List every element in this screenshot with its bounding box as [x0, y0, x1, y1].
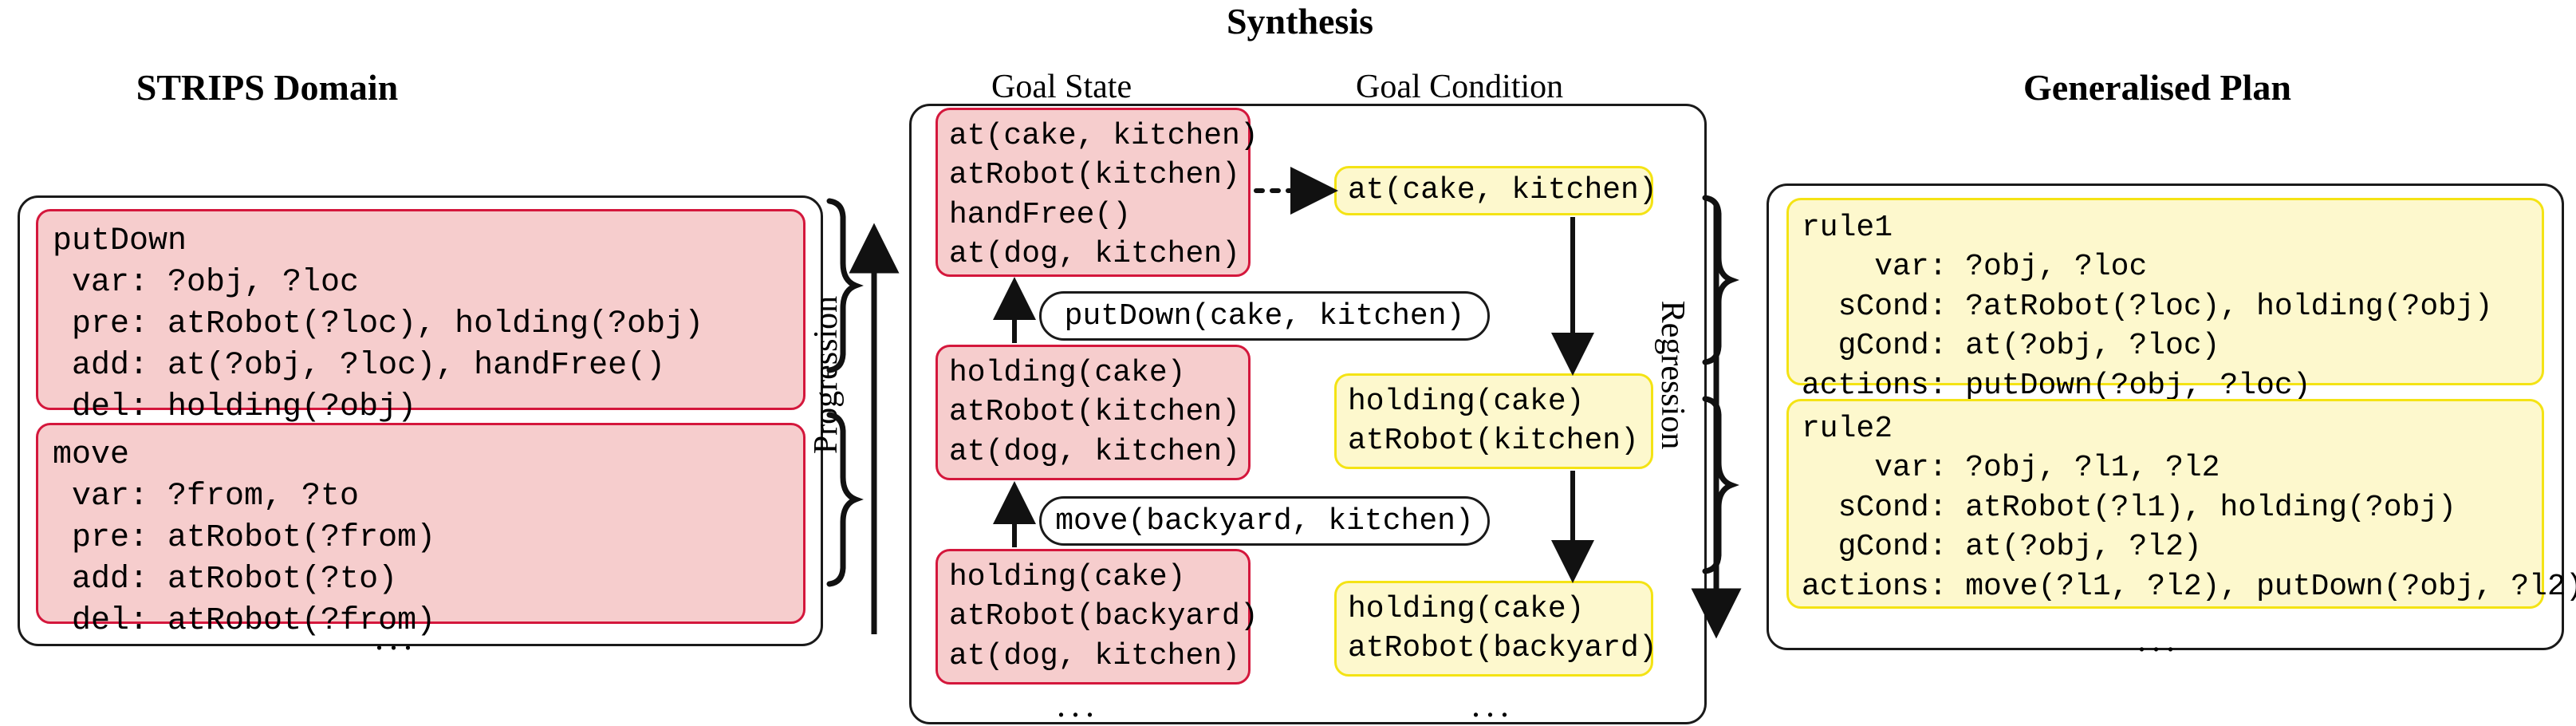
synthesis-title: Synthesis	[1226, 1, 1374, 41]
plan-ellipsis: ...	[2137, 620, 2180, 659]
generalised-plan-title: Generalised Plan	[2023, 67, 2292, 108]
action-capsule-putdown[interactable]: putDown(cake, kitchen)	[1039, 291, 1490, 341]
goal-state-box-3[interactable]: holding(cake) atRobot(backyard) at(dog, …	[935, 549, 1258, 685]
strips-ellipsis: ...	[375, 618, 418, 657]
goal-state-box-1[interactable]: at(cake, kitchen) atRobot(kitchen) handF…	[935, 108, 1258, 277]
goal-condition-ellipsis: ...	[1471, 685, 1514, 724]
action-capsule-move[interactable]: move(backyard, kitchen)	[1039, 496, 1490, 546]
goal-condition-box-1[interactable]: at(cake, kitchen)	[1334, 166, 1657, 215]
plan-rule-2[interactable]: rule2 var: ?obj, ?l1, ?l2 sCond: atRobot…	[1786, 399, 2576, 609]
plan-brace-upper	[1702, 195, 1739, 365]
goal-state-box-2[interactable]: holding(cake) atRobot(kitchen) at(dog, k…	[935, 345, 1251, 480]
progression-axis-label: Progression	[808, 295, 845, 455]
goal-state-ellipsis: ...	[1057, 685, 1100, 724]
goal-condition-column-heading: Goal Condition	[1356, 69, 1564, 105]
goal-state-column-heading: Goal State	[991, 69, 1132, 105]
plan-rule-1[interactable]: rule1 var: ?obj, ?loc sCond: ?atRobot(?l…	[1786, 198, 2544, 403]
goal-condition-box-3[interactable]: holding(cake) atRobot(backyard)	[1334, 581, 1657, 677]
goal-condition-box-2[interactable]: holding(cake) atRobot(kitchen)	[1334, 373, 1653, 469]
strips-operator-putdown[interactable]: putDown var: ?obj, ?loc pre: atRobot(?lo…	[36, 209, 805, 425]
regression-axis-label: Regression	[1654, 300, 1691, 450]
strips-operator-move[interactable]: move var: ?from, ?to pre: atRobot(?from)…	[36, 423, 805, 639]
plan-brace-lower	[1702, 396, 1739, 574]
strips-domain-title: STRIPS Domain	[136, 67, 399, 108]
